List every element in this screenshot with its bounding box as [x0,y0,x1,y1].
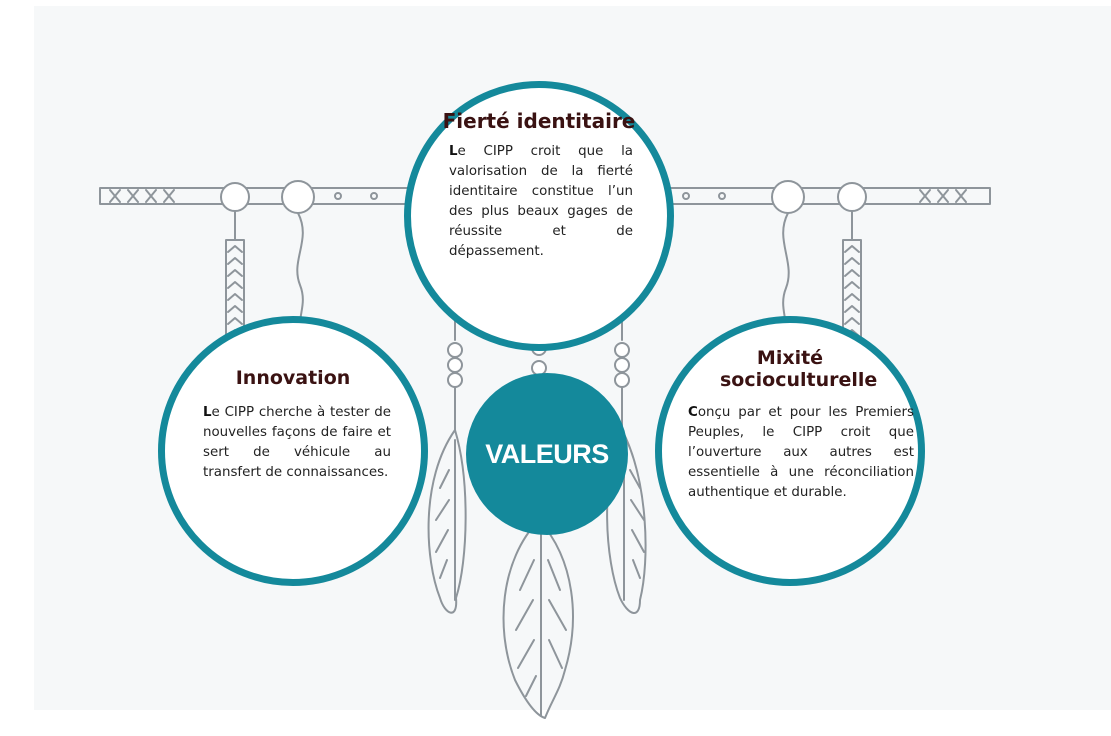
rod-bead [718,192,726,200]
feather-center [502,519,574,719]
rod-x-pattern-right [919,189,967,203]
bead [447,342,463,358]
value-lead-fierte: L [449,144,458,159]
bead [614,342,630,358]
value-body-mixite: onçu par et pour les Premiers Peuples, l… [688,405,914,500]
value-body-fierte: e CIPP croit que la valorisation de la f… [449,144,633,259]
feather-left [427,429,467,614]
bead [447,357,463,373]
bead [447,372,463,388]
value-title-innovation: Innovation [235,367,351,389]
value-text-fierte: Le CIPP croit que la valorisation de la … [449,142,633,262]
value-circle-innovation: Innovation Le CIPP cherche à tester de n… [158,316,428,586]
rod-right [659,187,991,205]
values-center-badge: VALEURS [466,373,628,535]
rod-bead [334,192,342,200]
rod-x-pattern-left [109,189,175,203]
ring-left-1 [220,182,250,212]
value-circle-mixite: Mixité socioculturelle Conçu par et pour… [655,316,925,586]
bead [614,372,630,388]
rod-bead [370,192,378,200]
values-center-label: VALEURS [485,438,609,469]
ring-right-1 [771,180,805,214]
string-left [296,212,304,331]
rod-bead [682,192,690,200]
value-title-mixite: Mixité socioculturelle [720,347,878,391]
value-text-mixite: Conçu par et pour les Premiers Peuples, … [688,403,914,503]
value-body-innovation: e CIPP cherche à tester de nouvelles faç… [203,405,391,480]
bead [614,357,630,373]
value-title-fierte: Fierté identitaire [442,109,636,133]
feather-chevron-right-pattern [844,245,860,337]
value-text-innovation: Le CIPP cherche à tester de nouvelles fa… [203,403,391,483]
ring-right-2 [837,182,867,212]
value-lead-mixite: C [688,405,698,420]
ring-left-2 [281,180,315,214]
feather-chevron-right [842,210,862,346]
value-lead-innovation: L [203,405,212,420]
value-circle-fierte: Fierté identitaire Le CIPP croit que la … [404,81,674,351]
feather-chevron-left-pattern [227,245,243,337]
